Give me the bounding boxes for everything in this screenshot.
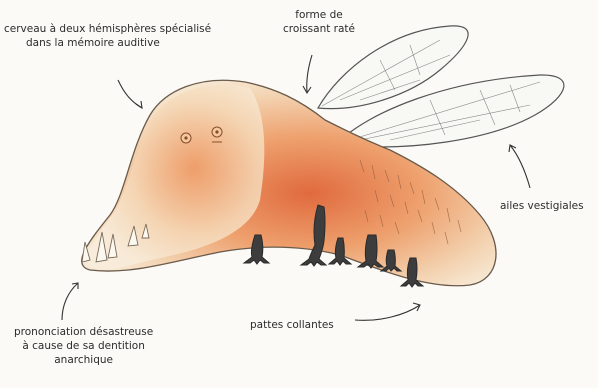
arrow-wings	[510, 145, 530, 188]
annotation-wings-line1: ailes vestigiales	[500, 199, 584, 213]
annotation-croissant-line2: croissant raté	[283, 22, 355, 36]
arrow-legs	[355, 305, 420, 320]
arrow-croissant	[307, 55, 312, 92]
annotation-brain: cerveau à deux hémisphères spécialisé da…	[4, 22, 211, 50]
annotation-wings: ailes vestigiales	[500, 199, 584, 213]
arrowhead-brain	[136, 101, 142, 108]
annotation-pronunciation-line1: prononciation désastreuse	[14, 325, 153, 339]
annotation-brain-line1: cerveau à deux hémisphères spécialisé	[4, 22, 211, 36]
annotation-croissant-line1: forme de	[283, 8, 355, 22]
annotation-pronunciation-line3: anarchique	[14, 353, 153, 367]
annotation-pronunciation: prononciation désastreuse à cause de sa …	[14, 325, 153, 367]
arrow-pronunciation	[62, 283, 78, 320]
annotation-croissant: forme de croissant raté	[283, 8, 355, 36]
annotation-legs: pattes collantes	[250, 318, 334, 332]
annotation-brain-line2: dans la mémoire auditive	[4, 36, 211, 50]
arrow-brain	[118, 80, 142, 108]
annotation-pronunciation-line2: à cause de sa dentition	[14, 339, 153, 353]
annotation-legs-line1: pattes collantes	[250, 318, 334, 332]
